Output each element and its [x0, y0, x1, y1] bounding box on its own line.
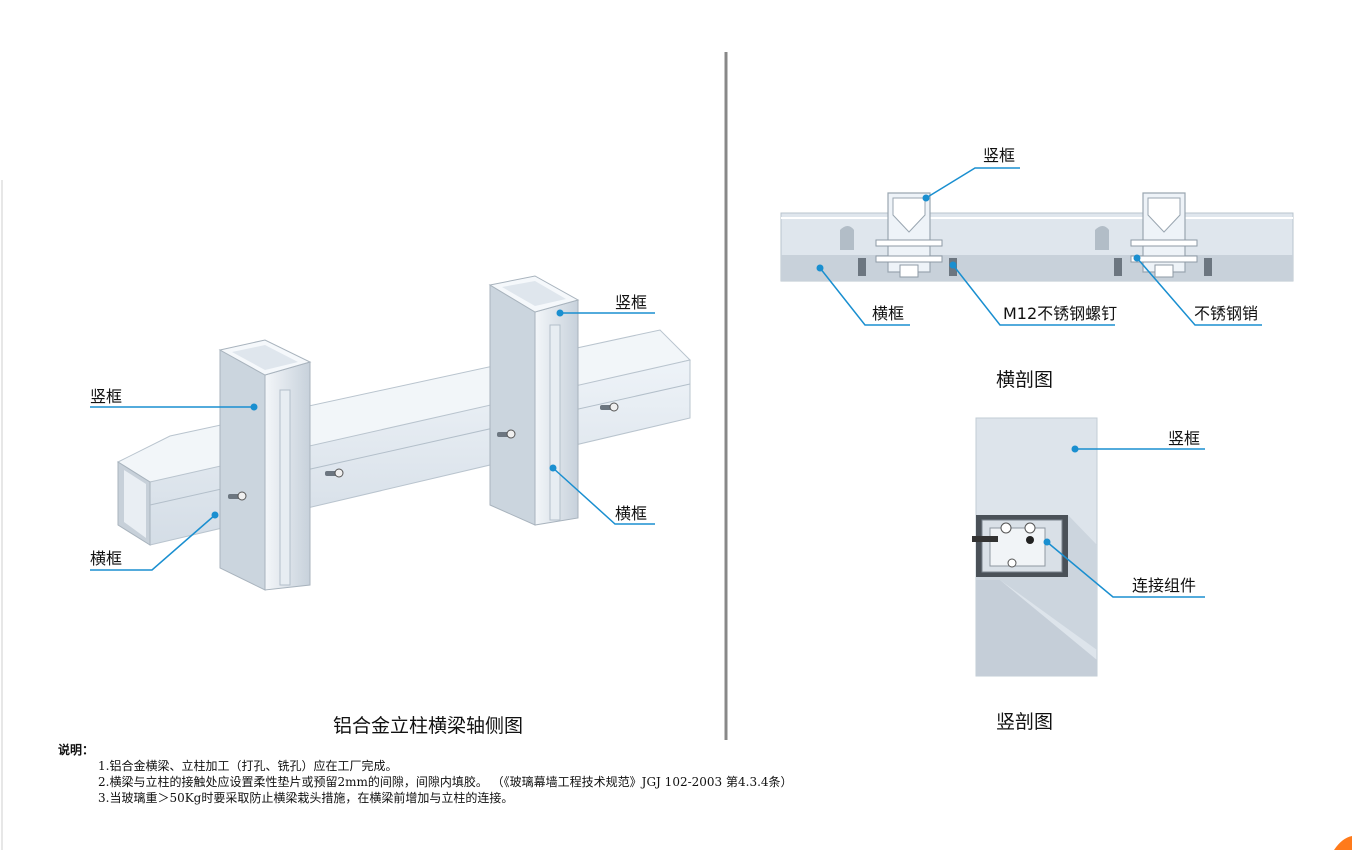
notes-item-3: 3.当玻璃重＞50Kg时要采取防止横梁栽头措施，在横梁前增加与立柱的连接。 — [98, 791, 514, 805]
axo-label-mullion-right: 竖框 — [615, 293, 648, 312]
transom-section-shadow — [781, 255, 1293, 281]
horizontal-section-drawing — [780, 167, 1294, 326]
hsec-label-mullion: 竖框 — [983, 146, 1016, 165]
axonometric-drawing — [90, 275, 691, 591]
notes-item-1: 1.铝合金横梁、立柱加工（打孔、铣孔）应在工厂完成。 — [98, 759, 398, 773]
hsec-label-transom: 横框 — [872, 304, 905, 323]
vsec-leader-dots — [1043, 445, 1079, 546]
connector-pin — [1007, 558, 1017, 568]
mullion-section-right — [1095, 192, 1212, 278]
vsec-label-mullion: 竖框 — [1168, 429, 1201, 448]
left-mullion-hollow — [232, 345, 298, 370]
corner-accent — [1334, 836, 1352, 850]
axo-label-transom-left: 横框 — [90, 549, 123, 568]
left-mullion-side — [219, 349, 266, 591]
hsec-title: 横剖图 — [996, 369, 1054, 391]
mullion-vsec-shadow — [976, 580, 1097, 676]
mullion-vsec-shadow-2 — [976, 515, 1097, 650]
axo-leader-dots — [211, 309, 564, 519]
hsec-leaders — [819, 167, 1262, 326]
hsec-leader-dots — [816, 194, 1141, 272]
connector-hole-2 — [1024, 522, 1036, 534]
right-mullion-hollow — [502, 281, 566, 306]
axo-title: 铝合金立柱横梁轴侧图 — [333, 715, 524, 737]
connector-bolt — [1026, 536, 1034, 544]
connector-screw — [972, 536, 998, 542]
notes-block: 说明： 1.铝合金横梁、立柱加工（打孔、铣孔）应在工厂完成。 2.横梁与立柱的接… — [58, 742, 793, 806]
vsec-leaders — [1046, 448, 1205, 598]
hsec-label-pin: 不锈钢销 — [1194, 304, 1259, 323]
axo-leaders — [90, 312, 655, 571]
notes-heading: 说明： — [58, 743, 95, 757]
axo-label-mullion-left: 竖框 — [90, 387, 123, 406]
left-mullion-rib — [279, 389, 291, 586]
vsec-title: 竖剖图 — [996, 711, 1054, 733]
right-mullion-rib — [549, 324, 561, 521]
notes-item-2: 2.横梁与立柱的接触处应设置柔性垫片或预留2mm的间隙，间隙内填胶。 （《玻璃幕… — [98, 775, 793, 789]
connector-plate — [989, 527, 1046, 567]
screw-marks — [228, 402, 619, 501]
vertical-section-drawing — [972, 417, 1205, 677]
axo-label-transom-right: 横框 — [615, 504, 648, 523]
transom-end-inner — [124, 470, 146, 538]
hsec-label-bolt: M12不锈钢螺钉 — [1003, 304, 1118, 323]
vsec-label-connector: 连接组件 — [1132, 576, 1197, 595]
connector-hole-1 — [1000, 522, 1012, 534]
right-mullion-side — [489, 284, 536, 526]
